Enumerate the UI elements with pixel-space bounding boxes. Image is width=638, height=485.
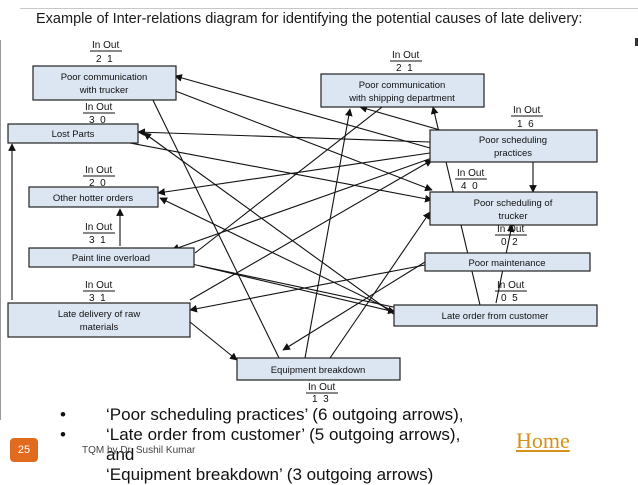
edge — [194, 92, 401, 254]
node-paint-line-overload: In Out 3 1 Paint line overload — [28, 222, 195, 268]
node-poor-communication-trucker: In Out 2 1 Poor communication with truck… — [32, 40, 177, 101]
edge — [304, 108, 353, 359]
node-late-delivery-raw: In Out 3 1 Late delivery of raw material… — [7, 280, 191, 338]
io-header: In Out — [457, 168, 484, 179]
io-counts: 0 5 — [501, 293, 518, 304]
node-poor-scheduling-trucker: In Out 4 0 Poor scheduling of trucker — [429, 168, 598, 226]
edges — [8, 74, 537, 361]
io-counts: 0 2 — [501, 237, 518, 248]
bullet-mark: • — [60, 405, 66, 424]
io-header: In Out — [85, 280, 112, 291]
node-label: materials — [80, 322, 119, 333]
node-label: Poor scheduling of — [474, 198, 553, 209]
node-label: with shipping department — [348, 93, 455, 104]
node-label: practices — [494, 148, 532, 159]
io-header: In Out — [92, 40, 119, 51]
slide-title: Example of Inter-relations diagram for i… — [36, 11, 583, 27]
node-late-order-customer: In Out 0 5 Late order from customer — [393, 280, 598, 327]
io-counts: 2 1 — [396, 63, 413, 74]
node-label: Other hotter orders — [53, 193, 134, 204]
edge — [359, 105, 441, 131]
node-label: Paint line overload — [72, 253, 150, 264]
left-edge-rule — [0, 40, 1, 420]
node-label: trucker — [498, 211, 527, 222]
node-label: Equipment breakdown — [271, 365, 366, 376]
edge — [282, 261, 426, 351]
io-header: In Out — [85, 102, 112, 113]
io-header: In Out — [497, 224, 524, 235]
title-rule — [20, 8, 638, 9]
io-counts: 3 1 — [89, 293, 106, 304]
io-header: In Out — [85, 222, 112, 233]
edge — [174, 74, 431, 149]
edge — [137, 128, 431, 143]
bullet-text: ‘Poor scheduling practices’ (6 outgoing … — [106, 405, 464, 424]
edge — [164, 86, 433, 192]
node-lost-parts: In Out 3 0 Lost Parts — [7, 102, 139, 144]
bullet-text: ‘Late order from customer’ (5 outgoing a… — [106, 425, 461, 444]
node-label: Poor communication — [359, 80, 446, 91]
io-header: In Out — [308, 382, 335, 393]
io-counts: 3 1 — [89, 235, 106, 246]
edge — [124, 141, 433, 203]
bullet-item: and — [60, 445, 134, 465]
node-other-hotter-orders: In Out 2 0 Other hotter orders — [28, 165, 159, 208]
footer-credit: TQM by Dr. Sushil Kumar — [82, 445, 196, 456]
title-tick — [635, 38, 638, 46]
bullet-text: and — [106, 445, 135, 464]
edge — [189, 159, 433, 301]
io-header: In Out — [497, 280, 524, 291]
bullet-item: • ‘Late order from customer’ (5 outgoing … — [60, 425, 460, 445]
node-label: with trucker — [79, 85, 129, 96]
node-poor-maintenance: In Out 0 2 Poor maintenance — [424, 224, 591, 272]
edge — [143, 132, 396, 316]
edge — [329, 211, 431, 359]
edge — [199, 265, 396, 315]
edge — [189, 264, 426, 313]
bullet-text: ‘Equipment breakdown’ (3 outgoing arrows… — [106, 465, 434, 484]
edge — [157, 152, 431, 196]
node-label: Poor communication — [61, 72, 148, 83]
bullet-item: ‘Equipment breakdown’ (3 outgoing arrows… — [60, 465, 433, 485]
page-number-badge: 25 — [10, 438, 38, 462]
io-header: In Out — [392, 50, 419, 61]
io-counts: 3 0 — [89, 115, 106, 126]
io-counts: 1 3 — [312, 394, 329, 405]
node-poor-communication-shipping: In Out 2 1 Poor communication with shipp… — [320, 50, 485, 108]
node-label: Poor scheduling — [479, 135, 547, 146]
edge — [181, 259, 399, 309]
node-label: Lost Parts — [52, 129, 95, 140]
node-equipment-breakdown: Equipment breakdown In Out 1 3 — [236, 357, 401, 405]
io-header: In Out — [85, 165, 112, 176]
bullet-mark: • — [60, 425, 66, 444]
io-counts: 1 6 — [517, 119, 534, 130]
home-link[interactable]: Home — [516, 428, 570, 453]
node-poor-scheduling-practices: In Out 1 6 Poor scheduling practices — [429, 105, 598, 163]
bullet-item: • ‘Poor scheduling practices’ (6 outgoing… — [60, 405, 464, 425]
node-label: Late delivery of raw — [58, 309, 141, 320]
edge — [189, 321, 238, 361]
io-header: In Out — [513, 105, 540, 116]
node-label: Poor maintenance — [468, 258, 545, 269]
edge — [147, 89, 281, 361]
io-counts: 4 0 — [461, 181, 478, 192]
io-counts: 2 1 — [96, 54, 113, 65]
edge — [159, 197, 396, 313]
node-label: Late order from customer — [442, 311, 549, 322]
io-counts: 2 0 — [89, 178, 106, 189]
